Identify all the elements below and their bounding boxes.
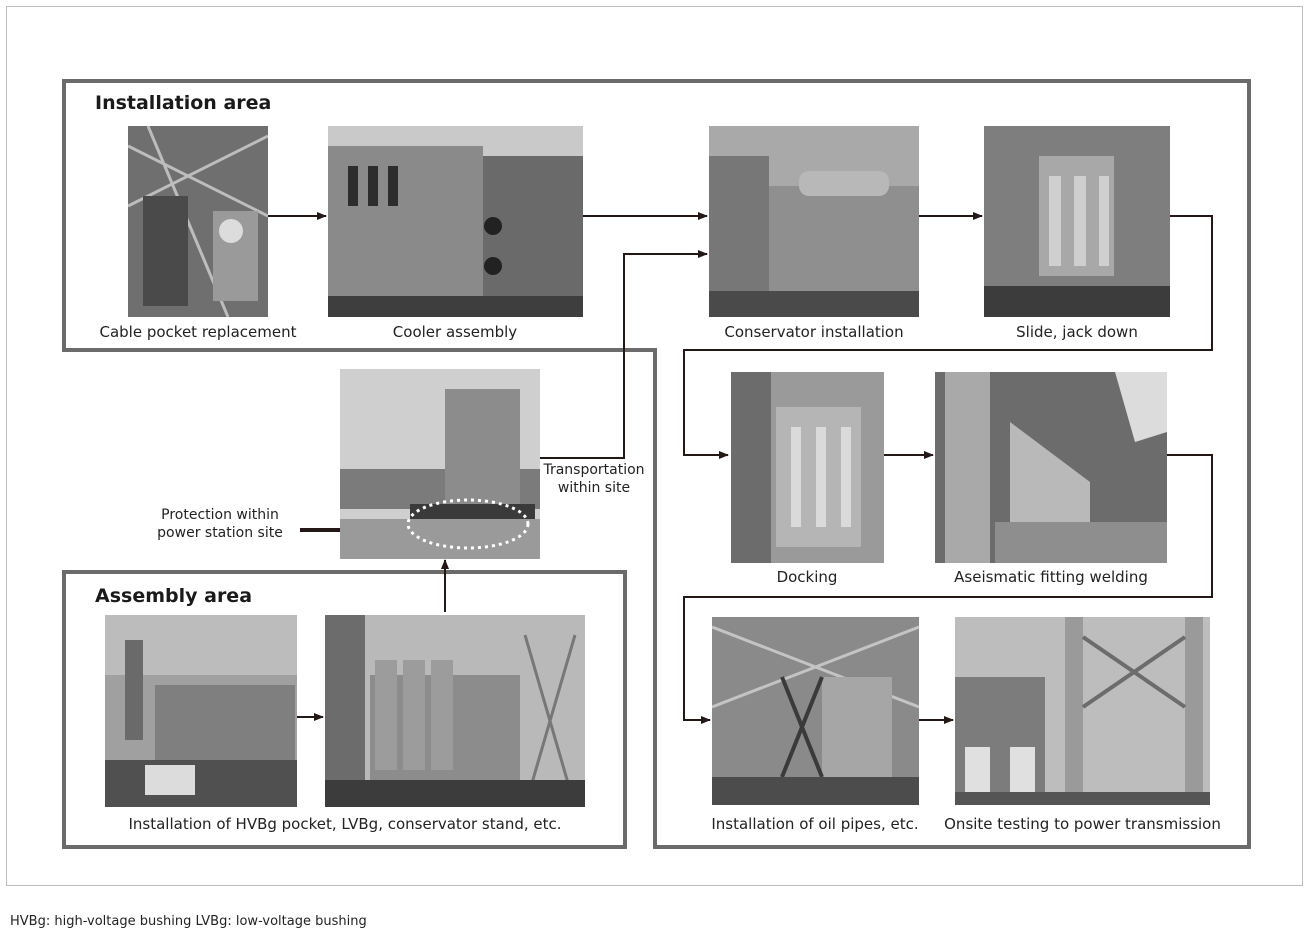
hvbg-photo-1 (105, 615, 297, 807)
caption-conservator: Conservator installation (724, 323, 904, 341)
caption-cooler: Cooler assembly (392, 323, 518, 341)
hvbg-photo-2 (325, 615, 585, 807)
caption-hvbg: Installation of HVBg pocket, LVBg, conse… (128, 815, 562, 833)
cooler-photo (328, 126, 583, 317)
caption-docking: Docking (776, 568, 838, 586)
cable-pocket-photo (128, 126, 268, 317)
docking-photo (731, 372, 884, 563)
caption-oil-pipes: Installation of oil pipes, etc. (711, 815, 919, 833)
assembly-area-title: Assembly area (95, 585, 253, 607)
caption-onsite-testing: Onsite testing to power transmission (944, 815, 1221, 833)
slide-photo (984, 126, 1170, 317)
transportation-photo (340, 369, 540, 559)
oil-pipes-photo (712, 617, 919, 805)
caption-slide: Slide, jack down (1016, 323, 1138, 341)
conservator-photo (709, 126, 919, 317)
aseismatic-photo (935, 372, 1167, 563)
installation-area-title: Installation area (95, 92, 272, 114)
onsite-testing-photo (955, 617, 1210, 805)
footnote: HVBg: high-voltage bushing LVBg: low-vol… (10, 914, 367, 929)
caption-aseismatic: Aseismatic fitting welding (954, 568, 1148, 586)
transportation-label: Transportation within site (543, 462, 645, 496)
caption-cable-pocket: Cable pocket replacement (99, 323, 297, 341)
protection-label: Protection within power station site (157, 507, 283, 541)
figure-frame (6, 6, 1303, 886)
